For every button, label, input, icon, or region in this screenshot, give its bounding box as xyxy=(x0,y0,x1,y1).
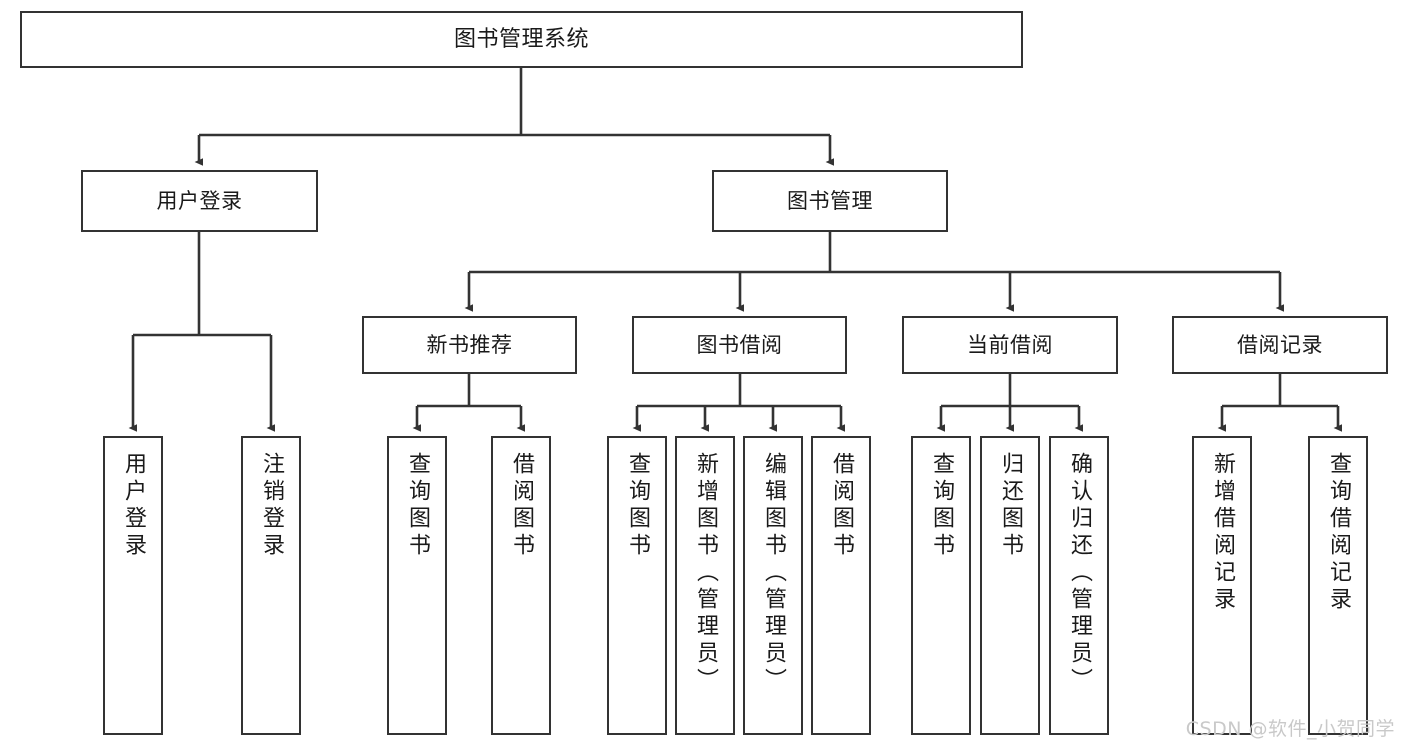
node-leaf-return-book[interactable]: 归还图书 xyxy=(980,436,1040,735)
node-user-login-label: 用户登录 xyxy=(156,188,243,213)
node-leaf-user-login[interactable]: 用户登录 xyxy=(103,436,163,735)
node-leaf-confirm-return-label: 确认归还（管理员） xyxy=(1067,452,1092,695)
node-leaf-query-record-label: 查询借阅记录 xyxy=(1326,452,1351,614)
node-new-book-recommend[interactable]: 新书推荐 xyxy=(362,316,577,374)
node-leaf-query-book-1[interactable]: 查询图书 xyxy=(387,436,447,735)
node-leaf-add-record[interactable]: 新增借阅记录 xyxy=(1192,436,1252,735)
node-current-borrow-label: 当前借阅 xyxy=(967,332,1053,357)
node-leaf-edit-book[interactable]: 编辑图书（管理员） xyxy=(743,436,803,735)
node-leaf-add-book-label: 新增图书（管理员） xyxy=(693,452,718,695)
node-user-login[interactable]: 用户登录 xyxy=(81,170,318,232)
node-book-manage-label: 图书管理 xyxy=(787,188,873,213)
node-leaf-edit-book-label: 编辑图书（管理员） xyxy=(761,452,786,695)
node-leaf-borrow-book-2-label: 借阅图书 xyxy=(829,452,854,560)
node-leaf-query-book-1-label: 查询图书 xyxy=(405,452,430,560)
node-leaf-query-book-2-label: 查询图书 xyxy=(625,452,650,560)
node-root[interactable]: 图书管理系统 xyxy=(20,11,1023,68)
node-leaf-borrow-book-1[interactable]: 借阅图书 xyxy=(491,436,551,735)
node-leaf-return-book-label: 归还图书 xyxy=(998,452,1023,560)
node-leaf-add-record-label: 新增借阅记录 xyxy=(1210,452,1235,614)
node-current-borrow[interactable]: 当前借阅 xyxy=(902,316,1118,374)
node-leaf-confirm-return[interactable]: 确认归还（管理员） xyxy=(1049,436,1109,735)
node-book-borrow-label: 图书借阅 xyxy=(696,332,783,357)
node-root-label: 图书管理系统 xyxy=(453,26,589,52)
node-leaf-logout[interactable]: 注销登录 xyxy=(241,436,301,735)
node-leaf-query-record[interactable]: 查询借阅记录 xyxy=(1308,436,1368,735)
node-leaf-borrow-book-2[interactable]: 借阅图书 xyxy=(811,436,871,735)
node-leaf-query-book-3-label: 查询图书 xyxy=(929,452,954,560)
node-leaf-query-book-3[interactable]: 查询图书 xyxy=(911,436,971,735)
node-leaf-user-login-label: 用户登录 xyxy=(121,452,146,560)
node-borrow-record-label: 借阅记录 xyxy=(1237,332,1323,357)
node-leaf-query-book-2[interactable]: 查询图书 xyxy=(607,436,667,735)
node-leaf-logout-label: 注销登录 xyxy=(259,452,284,560)
csdn-watermark: CSDN @软件_小贺同学 xyxy=(1185,718,1395,740)
node-borrow-record[interactable]: 借阅记录 xyxy=(1172,316,1388,374)
node-new-book-recommend-label: 新书推荐 xyxy=(426,332,513,357)
node-leaf-borrow-book-1-label: 借阅图书 xyxy=(509,452,534,560)
node-book-manage[interactable]: 图书管理 xyxy=(712,170,948,232)
node-leaf-add-book[interactable]: 新增图书（管理员） xyxy=(675,436,735,735)
node-book-borrow[interactable]: 图书借阅 xyxy=(632,316,847,374)
